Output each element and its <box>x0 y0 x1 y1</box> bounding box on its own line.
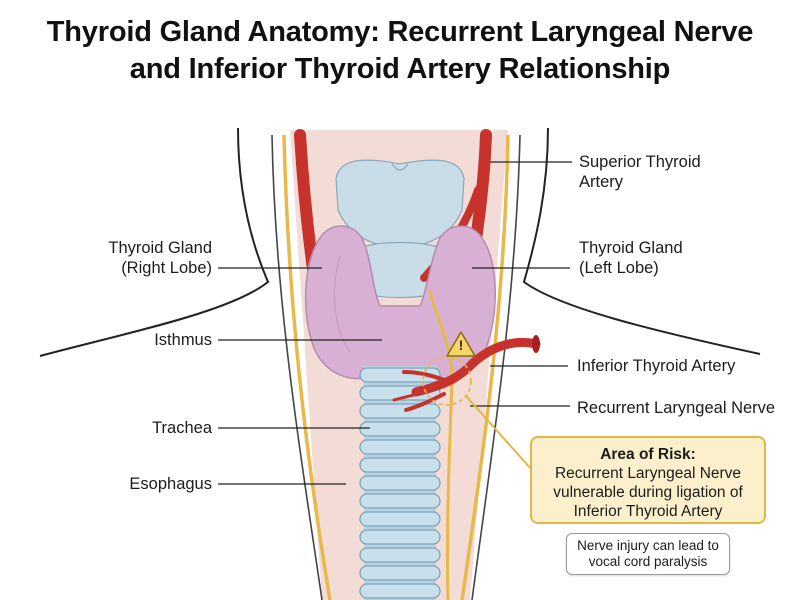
neck-outline-right <box>522 127 761 355</box>
label-thyroid-left-lobe: Thyroid Gland (Left Lobe) <box>579 238 683 278</box>
thyroid-cartilage <box>335 159 465 249</box>
title-line-1: Thyroid Gland Anatomy: Recurrent Larynge… <box>46 16 754 48</box>
inferior-thyroid-artery <box>411 338 541 397</box>
neck-line-right <box>471 134 521 600</box>
leader-lines <box>218 161 572 485</box>
vagus-nerve-left <box>282 134 332 600</box>
label-right-lobe-line-1: Thyroid Gland <box>108 239 212 257</box>
label-left-lobe-line-1: Thyroid Gland <box>579 239 683 257</box>
paralysis-note: Nerve injury can lead to vocal cord para… <box>566 533 730 575</box>
label-right-lobe-line-2: (Right Lobe) <box>121 259 212 277</box>
label-inferior-thyroid-artery: Inferior Thyroid Artery <box>577 357 736 375</box>
risk-line-2: vulnerable during ligation of <box>553 484 743 501</box>
label-superior-thyroid-artery: Superior Thyroid Artery <box>579 152 701 192</box>
risk-line-3: Inferior Thyroid Artery <box>573 503 723 520</box>
recurrent-laryngeal-nerve <box>428 289 454 600</box>
vagus-nerve-right <box>460 134 510 600</box>
label-superior-line-1: Superior Thyroid <box>579 153 701 171</box>
thyroid-shading <box>334 255 351 353</box>
label-recurrent-laryngeal-nerve: Recurrent Laryngeal Nerve <box>577 399 776 417</box>
inferior-artery-branch-2 <box>404 392 446 412</box>
neck-outline-left <box>39 127 270 357</box>
cartilage-notch <box>391 163 409 171</box>
inferior-artery-branch-1 <box>402 370 452 384</box>
note-line-1: Nerve injury can lead to <box>577 538 719 553</box>
label-superior-line-2: Artery <box>579 173 624 191</box>
title-line-2: and Inferior Thyroid Artery Relationship <box>129 53 671 85</box>
warning-glyph: ! <box>458 337 464 353</box>
note-line-2: vocal cord paralysis <box>588 554 708 569</box>
label-trachea: Trachea <box>152 419 212 437</box>
area-of-risk-callout: Area of Risk: Recurrent Laryngeal Nerve … <box>530 436 766 524</box>
inferior-artery-branch-3 <box>392 386 442 402</box>
label-left-lobe-line-2: (Left Lobe) <box>579 259 659 277</box>
label-isthmus: Isthmus <box>154 331 212 349</box>
risk-area-circle <box>422 356 472 406</box>
label-esophagus: Esophagus <box>129 475 212 493</box>
artery-cut-end <box>532 335 540 353</box>
label-thyroid-right-lobe: Thyroid Gland (Right Lobe) <box>72 238 212 278</box>
risk-connector <box>465 395 533 471</box>
risk-heading: Area of Risk: <box>600 446 696 463</box>
neck-line-left <box>271 134 323 600</box>
risk-line-1: Recurrent Laryngeal Nerve <box>554 465 742 482</box>
page-title: Thyroid Gland Anatomy: Recurrent Larynge… <box>0 14 800 88</box>
warning-icon <box>446 331 476 357</box>
